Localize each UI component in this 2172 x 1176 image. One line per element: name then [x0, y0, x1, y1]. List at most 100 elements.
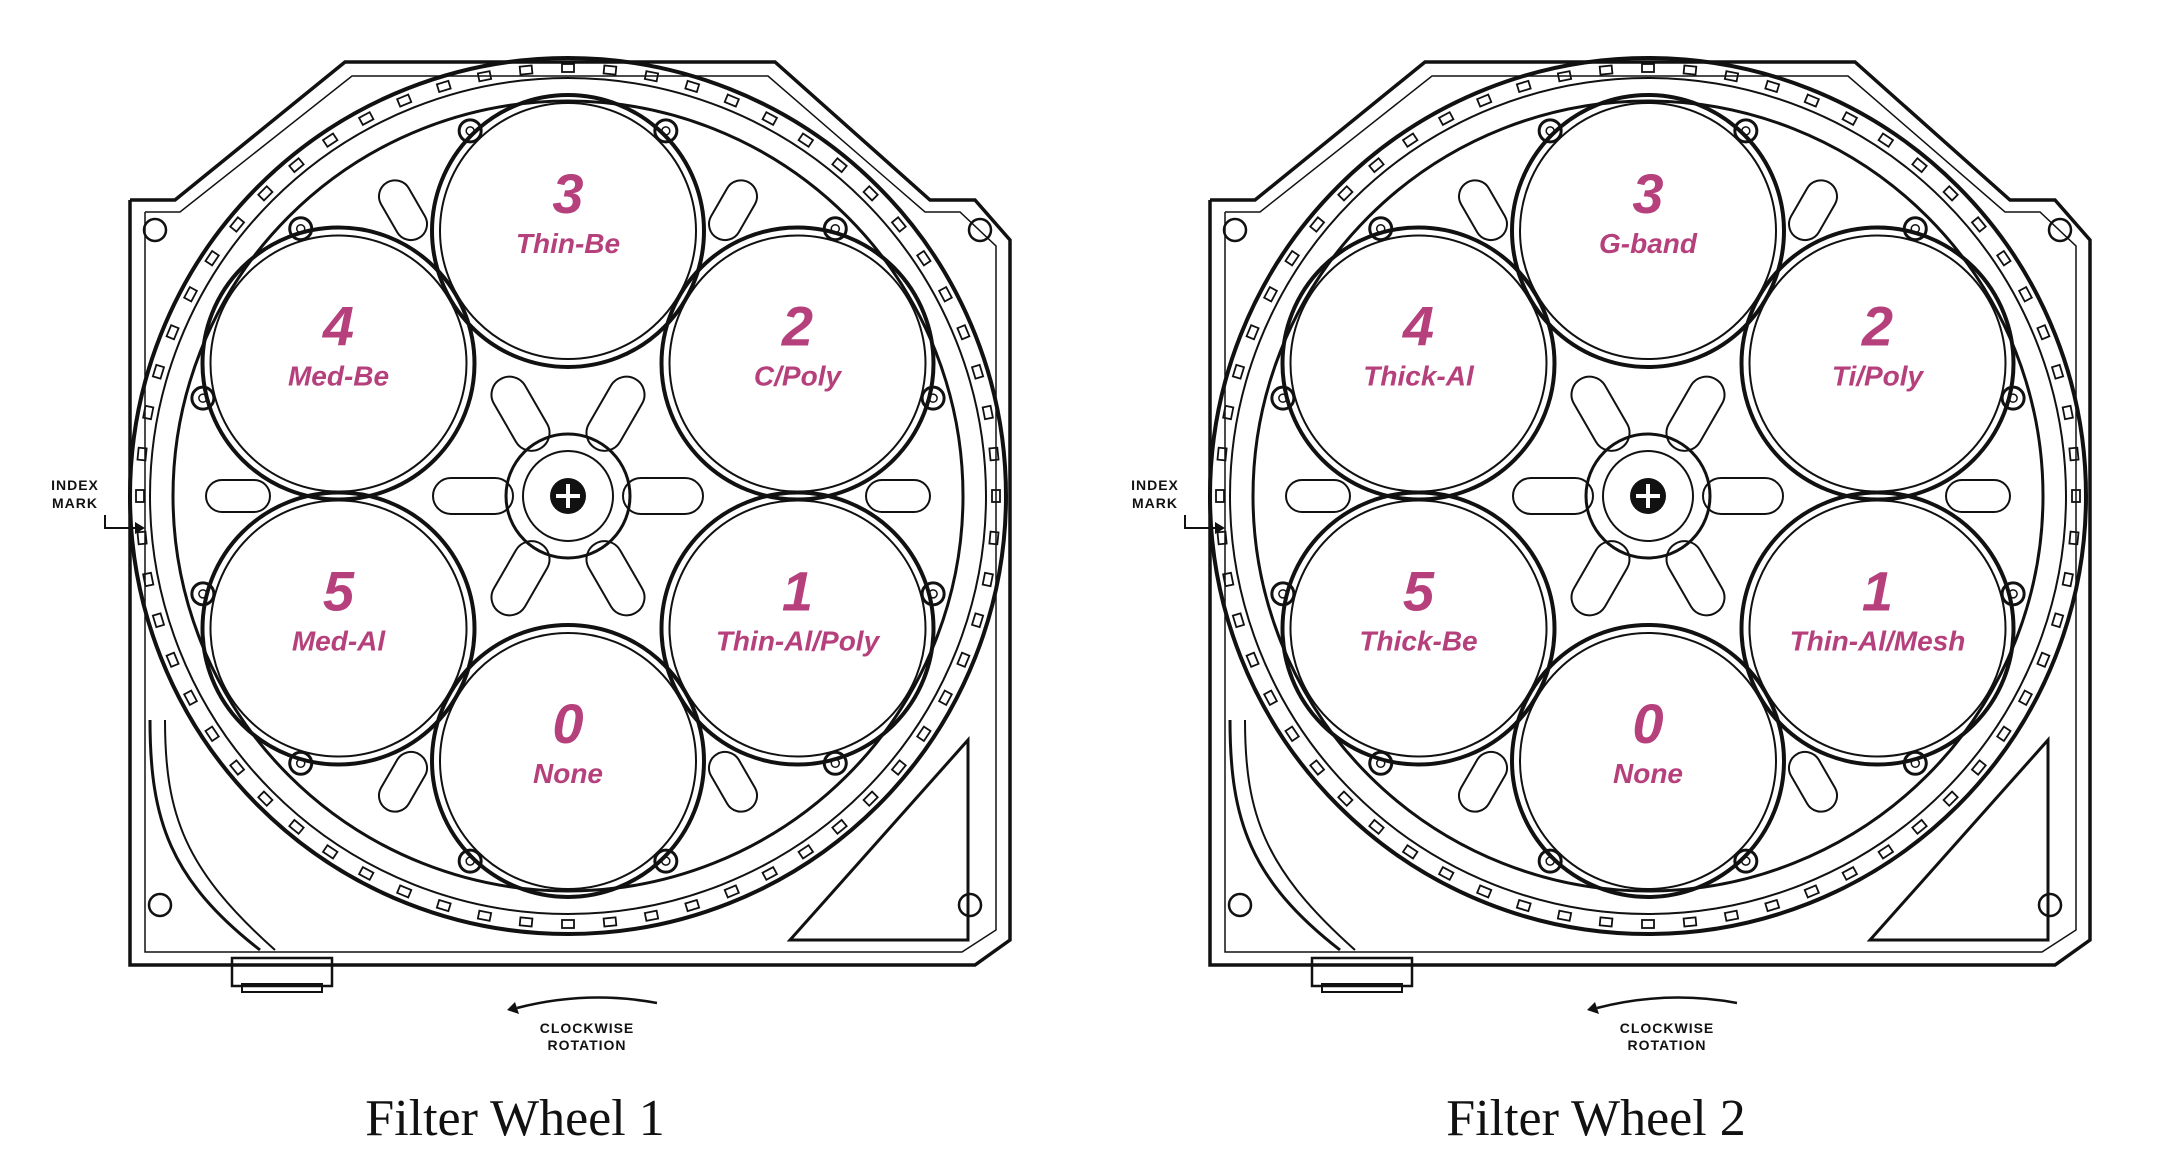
window-aperture	[1519, 102, 1777, 360]
filter-name: Thin-Be	[516, 228, 620, 259]
connector-pins	[241, 983, 323, 993]
gear-tooth	[1942, 790, 1959, 807]
filter-name: None	[533, 758, 603, 789]
hub-cutout	[1665, 540, 1726, 617]
gear-tooth	[1401, 843, 1419, 860]
gear-tooth	[435, 79, 452, 94]
wheel-rim	[1251, 99, 2045, 893]
filter-number: 0	[552, 692, 583, 755]
gear-tooth	[1222, 571, 1235, 588]
housing-outline	[128, 60, 1012, 967]
filter-name: G-band	[1599, 228, 1698, 259]
gear-tooth	[321, 132, 339, 149]
filter-name: Med-Al	[292, 626, 387, 657]
rotation-arrowhead	[1587, 1002, 1599, 1014]
filter-number: 1	[1862, 560, 1893, 623]
gear-tooth	[937, 285, 954, 303]
gear-tooth	[1262, 285, 1279, 303]
index-mark-label: MARK	[1132, 495, 1178, 511]
hub-cutout	[1570, 540, 1631, 617]
gear-tooth	[2050, 363, 2065, 380]
gear-tooth	[321, 843, 339, 860]
gear-tooth	[1437, 865, 1455, 882]
filter-name: Thin-Al/Mesh	[1790, 626, 1966, 657]
gear-tooth	[288, 156, 305, 174]
hub-cutout	[490, 540, 551, 617]
mounting-hole	[147, 892, 173, 918]
mounting-hole	[2047, 217, 2073, 243]
gear-tooth	[395, 93, 413, 108]
gear-tooth	[1723, 70, 1740, 83]
wheel-caption: Filter Wheel 2	[1446, 1090, 1745, 1147]
cable-harness	[1228, 719, 1341, 952]
rim-bolt	[1537, 118, 1563, 144]
gear-tooth	[518, 916, 534, 928]
index-mark-arrowhead	[1215, 522, 1225, 534]
gear-tooth	[988, 530, 1000, 546]
gear-tooth	[1401, 132, 1419, 149]
gear-tooth	[831, 818, 848, 836]
window-frame	[1739, 225, 2016, 502]
window-aperture	[209, 499, 468, 758]
rim-bolt	[653, 848, 679, 874]
gear-tooth	[142, 571, 155, 588]
hub-cutout	[585, 540, 646, 617]
gear-tooth	[988, 446, 1000, 462]
gear-tooth	[723, 884, 741, 899]
gear-tooth	[288, 818, 305, 836]
hub-outer	[1584, 432, 1712, 560]
hub-cutout	[432, 477, 514, 515]
gear-tooth	[797, 843, 815, 860]
connector-body	[1310, 956, 1414, 988]
rim-bolt	[1733, 848, 1759, 874]
gear-tooth	[1995, 249, 2012, 267]
gear-tooth	[1877, 843, 1895, 860]
gear-tooth	[1515, 898, 1532, 913]
connector-body	[230, 956, 334, 988]
gear-tooth	[1682, 64, 1698, 76]
gear-tooth	[1284, 725, 1301, 743]
gear-tooth	[1911, 818, 1928, 836]
window-frame	[200, 490, 477, 767]
gear-tooth	[1245, 651, 1260, 669]
gear-tooth	[476, 909, 493, 922]
window-aperture	[1289, 499, 1548, 758]
filter-name: Thin-Al/Poly	[716, 626, 881, 657]
gear-tooth	[643, 70, 660, 83]
gear-ring-outer	[1208, 56, 2088, 936]
gear-tooth	[1475, 93, 1493, 108]
wheel-caption: Filter Wheel 1	[365, 1090, 664, 1147]
gear-tooth	[204, 725, 221, 743]
window-frame	[430, 93, 706, 369]
gear-tooth	[2071, 489, 2081, 503]
gear-tooth	[956, 323, 971, 341]
gear-tooth	[2017, 285, 2034, 303]
window-frame	[659, 225, 936, 502]
gear-tooth	[2061, 571, 2074, 588]
gear-tooth	[1222, 404, 1235, 421]
gear-tooth	[2036, 651, 2051, 669]
gear-tooth	[890, 759, 908, 776]
gear-tooth	[1308, 759, 1326, 776]
gear-tooth	[357, 110, 375, 127]
gear-tooth	[1942, 185, 1959, 202]
gear-tooth	[257, 790, 274, 807]
gear-tooth	[831, 156, 848, 174]
gear-tooth	[1723, 909, 1740, 922]
hub-inner	[522, 450, 614, 542]
rim-bolt	[1733, 118, 1759, 144]
gear-tooth	[561, 919, 575, 929]
gear-tooth	[890, 216, 908, 233]
gear-tooth	[991, 489, 1001, 503]
hub-cutout	[1570, 375, 1631, 452]
gear-tooth	[1231, 612, 1246, 629]
rotation-arrowhead	[507, 1002, 519, 1014]
gear-tooth	[2050, 612, 2065, 629]
gear-tooth	[1598, 64, 1614, 76]
filter-name: Med-Be	[288, 361, 389, 392]
filter-number: 4	[322, 295, 354, 358]
